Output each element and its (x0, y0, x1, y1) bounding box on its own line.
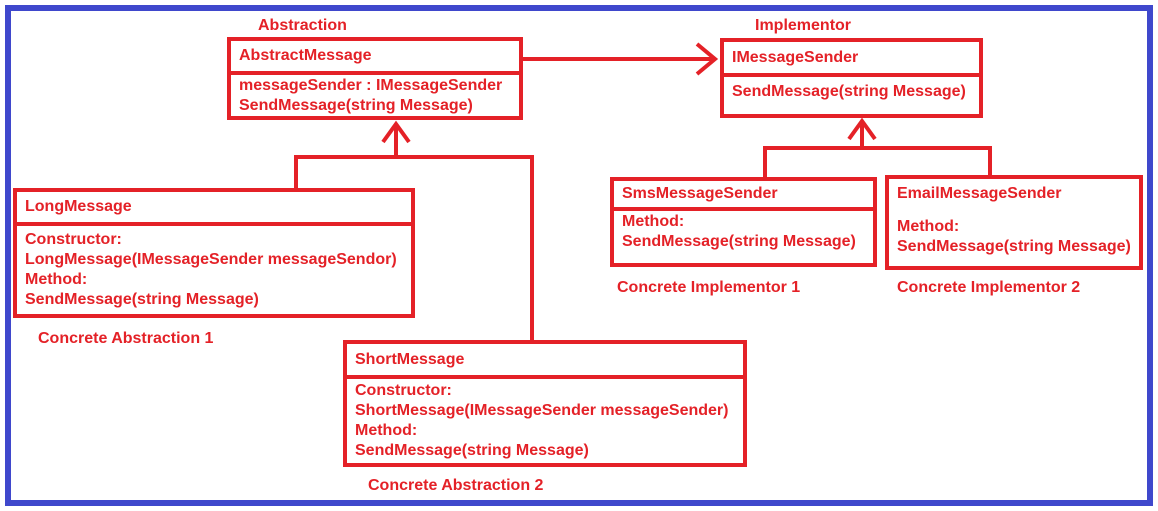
class-member-line: Method: (25, 271, 88, 288)
class-member-line: SendMessage(string Message) (355, 442, 589, 459)
class-member-line: Method: (897, 218, 960, 235)
class-title: ShortMessage (355, 350, 465, 368)
class-member-line: SendMessage(string Message) (622, 233, 856, 250)
class-member-line: SendMessage(string Message) (25, 291, 259, 308)
class-members: Method: SendMessage(string Message) (889, 205, 1139, 259)
class-member-line: Method: (622, 213, 685, 230)
class-member-line: messageSender : IMessageSender (239, 77, 503, 94)
class-box-short-message: ShortMessage Constructor: ShortMessage(I… (343, 340, 747, 467)
class-box-email-message-sender: EmailMessageSender Method: SendMessage(s… (885, 175, 1143, 270)
association-arrowhead (695, 42, 719, 76)
class-member-line: Constructor: (25, 231, 122, 248)
class-members: Constructor: ShortMessage(IMessageSender… (347, 375, 743, 463)
implementor-role-label: Implementor (755, 17, 852, 34)
class-title: EmailMessageSender (897, 185, 1062, 202)
class-member-line: Method: (355, 422, 418, 439)
class-member-line: LongMessage(IMessageSender messageSendor… (25, 251, 397, 268)
caption-concrete-implementor-1: Concrete Implementor 1 (617, 279, 801, 296)
caption-concrete-abstraction-1: Concrete Abstraction 1 (38, 330, 214, 347)
class-member-line: Constructor: (355, 382, 452, 399)
class-members: Constructor: LongMessage(IMessageSender … (17, 222, 411, 312)
class-box-abstract-message: AbstractMessage messageSender : IMessage… (227, 37, 523, 120)
caption-concrete-implementor-2: Concrete Implementor 2 (897, 279, 1081, 296)
class-members: messageSender : IMessageSender SendMessa… (231, 71, 519, 116)
class-box-sms-message-sender: SmsMessageSender Method: SendMessage(str… (610, 177, 877, 267)
class-members: SendMessage(string Message) (724, 73, 979, 104)
abstraction-role-label: Abstraction (258, 17, 347, 34)
class-member-line: SendMessage(string Message) (239, 97, 473, 114)
class-member-line: SendMessage(string Message) (897, 238, 1131, 255)
class-title: LongMessage (25, 198, 132, 215)
class-member-line: SendMessage(string Message) (732, 83, 966, 100)
class-box-long-message: LongMessage Constructor: LongMessage(IMe… (13, 188, 415, 318)
caption-concrete-abstraction-2: Concrete Abstraction 2 (368, 477, 544, 494)
class-title: AbstractMessage (239, 47, 372, 64)
class-members: Method: SendMessage(string Message) (614, 207, 873, 254)
class-title: IMessageSender (732, 48, 859, 66)
implementor-generalization-arrowhead (847, 117, 877, 141)
abstraction-generalization-arrowhead (381, 120, 411, 144)
class-box-i-message-sender: IMessageSender SendMessage(string Messag… (720, 38, 983, 118)
class-title: SmsMessageSender (622, 185, 778, 202)
class-member-line: ShortMessage(IMessageSender messageSende… (355, 402, 729, 419)
